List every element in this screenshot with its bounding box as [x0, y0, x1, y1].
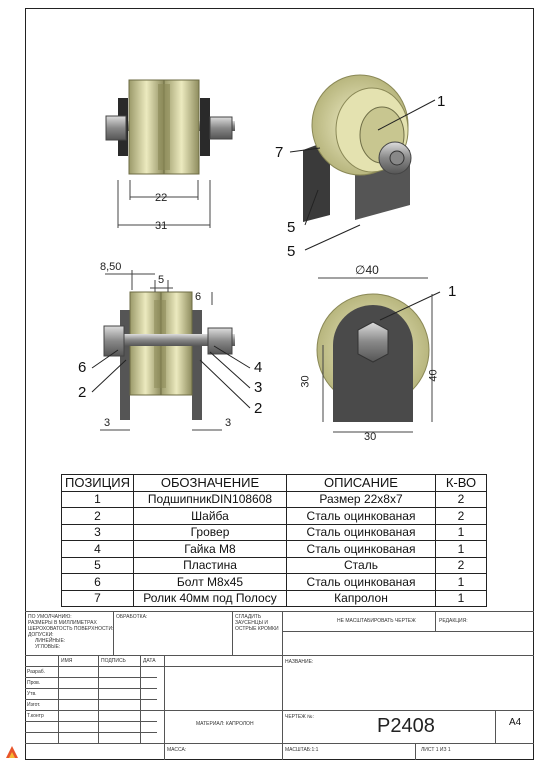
callout-iso-7: 7	[275, 144, 284, 161]
cell-designation: Ролик 40мм под Полосу	[133, 589, 287, 607]
defaults-2: РАЗМЕРЫ В МИЛЛИМЕТРАХ	[28, 620, 97, 626]
cell-qty: 2	[435, 507, 487, 525]
iso-view	[289, 74, 436, 251]
title-block: ПО УМОЛЧАНИЮ: РАЗМЕРЫ В МИЛЛИМЕТРАХ ШЕРО…	[25, 611, 534, 760]
col-signature: ПОДПИСЬ	[101, 658, 126, 664]
role-approver: Утв.	[27, 691, 37, 697]
parts-table-header: ПОЗИЦИЯ ОБОЗНАЧЕНИЕ ОПИСАНИЕ К-ВО	[61, 474, 487, 492]
finish-label: ОБРАБОТКА:	[116, 614, 148, 620]
dim-6: 6	[195, 291, 202, 303]
cell-designation: Гайка М8	[133, 540, 287, 558]
cell-pos: 6	[61, 573, 134, 591]
col-name: ИМЯ	[61, 658, 73, 664]
role-checker: Пров.	[27, 680, 41, 686]
dim-3-right: 3	[225, 417, 232, 429]
callout-side-2a: 2	[78, 384, 87, 401]
defaults-6: УГЛОВЫЕ:	[35, 644, 61, 650]
cell-designation: Гровер	[133, 523, 287, 541]
cell-description: Сталь	[286, 556, 436, 574]
front-view	[105, 79, 235, 228]
deburr-3: ОСТРЫЕ КРОМКИ	[235, 626, 279, 632]
dim-height-40: 40	[427, 369, 440, 382]
drawing-number-label: ЧЕРТЕЖ №:	[285, 714, 314, 720]
cell-description: Сталь оцинкованая	[286, 540, 436, 558]
cell-designation: Пластина	[133, 556, 287, 574]
dim-height-30: 30	[299, 375, 312, 388]
right-view	[316, 277, 441, 433]
paper-format: A4	[509, 717, 522, 728]
mass-label: МАССА:	[167, 747, 187, 753]
side-view	[91, 270, 251, 431]
defaults-3: ШЕРОХОВАТОСТЬ ПОВЕРХНОСТИ:	[28, 626, 114, 632]
cell-description: Сталь оцинкованая	[286, 573, 436, 591]
role-developer: Разраб.	[27, 669, 46, 675]
cell-pos: 4	[61, 540, 134, 558]
drawing-number: P2408	[377, 715, 435, 737]
dim-3-left: 3	[104, 417, 111, 429]
material-label: МАТЕРИАЛ: КАПРОЛОН	[196, 721, 254, 727]
callout-right-1: 1	[448, 283, 457, 300]
callout-iso-5a: 5	[287, 219, 296, 236]
callout-iso-1: 1	[437, 93, 446, 110]
col-description: ОПИСАНИЕ	[286, 474, 436, 492]
cell-qty: 1	[435, 573, 487, 591]
cell-description: Сталь оцинкованая	[286, 523, 436, 541]
col-position: ПОЗИЦИЯ	[61, 474, 134, 492]
cell-pos: 1	[61, 490, 134, 508]
deburr-2: ЗАУСЕНЦЫ И	[235, 620, 268, 626]
col-qty: К-ВО	[435, 474, 487, 492]
cell-description: Размер 22х8х7	[286, 490, 436, 508]
role-maker: Изгот.	[27, 702, 41, 708]
callout-side-2b: 2	[254, 400, 263, 417]
defaults-5: ЛИНЕЙНЫЕ:	[35, 638, 66, 644]
col-date: ДАТА	[143, 658, 156, 664]
cell-pos: 2	[61, 507, 134, 525]
callout-iso-5b: 5	[287, 243, 296, 260]
cell-qty: 1	[435, 540, 487, 558]
cell-qty: 1	[435, 523, 487, 541]
dim-width-30: 30	[364, 431, 377, 443]
cell-pos: 5	[61, 556, 134, 574]
deburr-1: СГЛАДИТЬ	[235, 614, 262, 620]
callout-side-3: 3	[254, 379, 263, 396]
col-designation: ОБОЗНАЧЕНИЕ	[133, 474, 287, 492]
dim-5: 5	[158, 274, 165, 286]
no-scale-note: НЕ МАСШТАБИРОВАТЬ ЧЕРТЕЖ	[337, 618, 416, 624]
callout-side-6: 6	[78, 359, 87, 376]
dim-outer: 31	[155, 220, 168, 232]
cell-designation: Болт М8х45	[133, 573, 287, 591]
cell-designation: ПодшипникDIN108608	[133, 490, 287, 508]
cell-qty: 2	[435, 490, 487, 508]
dim-850: 8,50	[100, 261, 122, 273]
cell-pos: 7	[61, 589, 134, 607]
cell-pos: 3	[61, 523, 134, 541]
cell-designation: Шайба	[133, 507, 287, 525]
cell-description: Сталь оцинкованая	[286, 507, 436, 525]
dim-diameter: ∅40	[355, 263, 379, 277]
cell-qty: 2	[435, 556, 487, 574]
revision-label: РЕДАКЦИЯ:	[439, 618, 468, 624]
callout-side-4: 4	[254, 359, 263, 376]
sheet-label: ЛИСТ 1 ИЗ 1	[421, 747, 451, 753]
cell-description: Капролон	[286, 589, 436, 607]
dim-inner: 22	[155, 192, 168, 204]
cell-qty: 1	[435, 589, 487, 607]
name-label: НАЗВАНИЕ:	[285, 659, 314, 665]
drawing-frame	[25, 8, 534, 760]
scale-label: МАСШТАБ:1:1	[285, 747, 319, 753]
defaults-1: ПО УМОЛЧАНИЮ:	[28, 614, 72, 620]
defaults-4: ДОПУСКИ:	[28, 632, 54, 638]
logo-icon	[6, 746, 18, 758]
role-tcontrol: Т.контр	[27, 713, 44, 719]
